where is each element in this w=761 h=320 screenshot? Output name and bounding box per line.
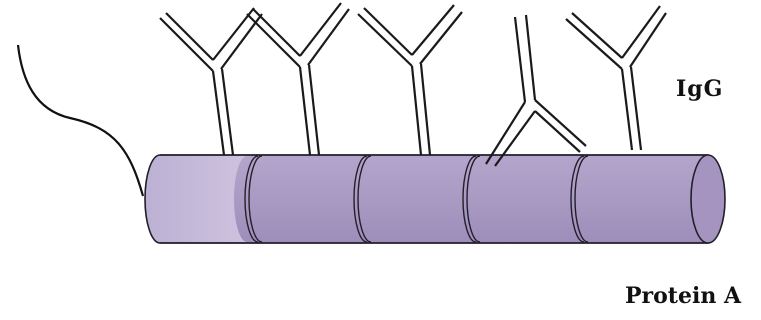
igg-label: IgG [676,76,723,102]
igg-antibody [160,8,262,155]
cylinder-end-cap [691,155,725,243]
protein-a-label: Protein A [625,283,741,309]
igg-antibody [358,5,462,155]
protein-a-cylinder [145,155,725,243]
igg-antibodies [160,3,666,166]
cylinder-left-highlight [146,156,247,242]
igg-antibody [486,15,586,166]
tether-line [18,45,143,196]
igg-antibody [566,6,666,150]
igg-antibody [247,3,349,155]
